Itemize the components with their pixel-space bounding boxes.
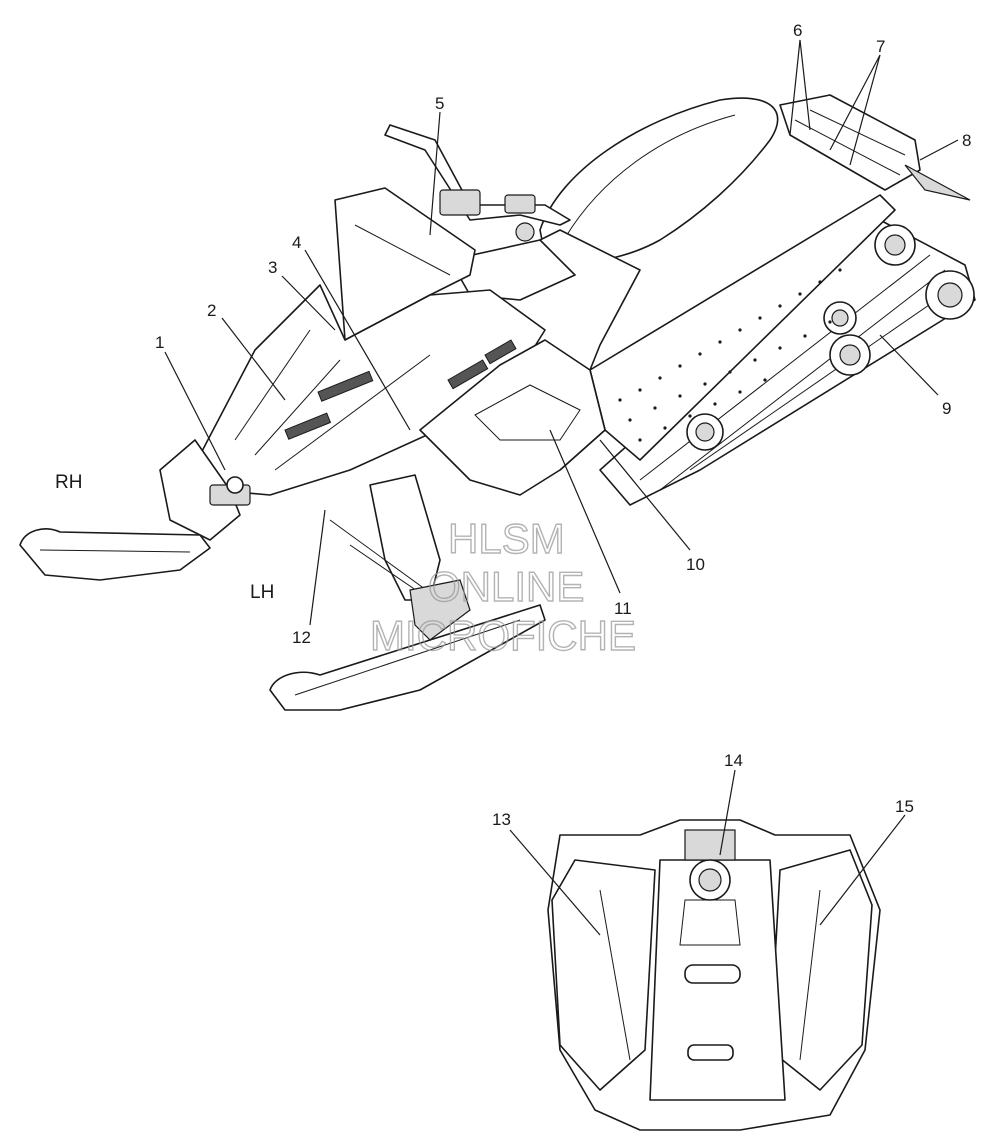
handlebar bbox=[384, 124, 571, 226]
callout-15: 15 bbox=[895, 797, 914, 816]
watermark-line-3: MICROFICHE bbox=[370, 612, 636, 659]
callout-14: 14 bbox=[724, 751, 743, 770]
leader-lines bbox=[164, 39, 959, 936]
snowmobile-illustration bbox=[19, 94, 976, 711]
callout-1: 1 bbox=[155, 333, 164, 352]
right-hand-label: RH bbox=[55, 472, 82, 493]
callout-2: 2 bbox=[207, 301, 216, 320]
mirror-block bbox=[504, 194, 536, 214]
console-detail-illustration bbox=[547, 819, 881, 1131]
callout-8: 8 bbox=[962, 131, 971, 150]
console bbox=[449, 239, 576, 301]
callout-10: 10 bbox=[686, 555, 705, 574]
idler-wheels bbox=[686, 224, 975, 451]
seat bbox=[539, 97, 779, 263]
right-ski bbox=[19, 528, 211, 581]
hood bbox=[199, 284, 546, 496]
callout-labels: 1 2 3 4 5 6 7 8 9 10 11 12 13 14 15 bbox=[155, 21, 971, 829]
center-decal-area bbox=[684, 829, 736, 861]
callout-12: 12 bbox=[292, 628, 311, 647]
tunnel-holes bbox=[618, 268, 842, 442]
watermark: HLSM ONLINE MICROFICHE bbox=[369, 514, 636, 659]
callout-4: 4 bbox=[292, 233, 301, 252]
watermark-line-2: ONLINE bbox=[428, 563, 584, 610]
left-hand-label: LH bbox=[250, 582, 274, 603]
handle-lower bbox=[687, 1044, 734, 1061]
callout-11: 11 bbox=[614, 599, 632, 618]
left-pod bbox=[551, 859, 656, 1091]
handle-upper bbox=[684, 964, 741, 984]
rear-flap bbox=[904, 164, 971, 201]
side-panel-decal-area bbox=[419, 339, 606, 496]
throttle-block bbox=[439, 189, 481, 216]
hood-vents bbox=[284, 339, 517, 440]
callout-6: 6 bbox=[793, 21, 802, 40]
callout-7: 7 bbox=[876, 37, 885, 56]
callout-5: 5 bbox=[435, 94, 444, 113]
fuel-cap bbox=[515, 222, 535, 242]
front-bumper bbox=[159, 439, 241, 541]
callout-3: 3 bbox=[268, 258, 277, 277]
watermark-line-1: HLSM bbox=[448, 515, 565, 562]
callout-13: 13 bbox=[492, 810, 511, 829]
callout-9: 9 bbox=[942, 399, 951, 418]
spindle bbox=[409, 579, 471, 641]
rear-rack bbox=[779, 94, 921, 191]
